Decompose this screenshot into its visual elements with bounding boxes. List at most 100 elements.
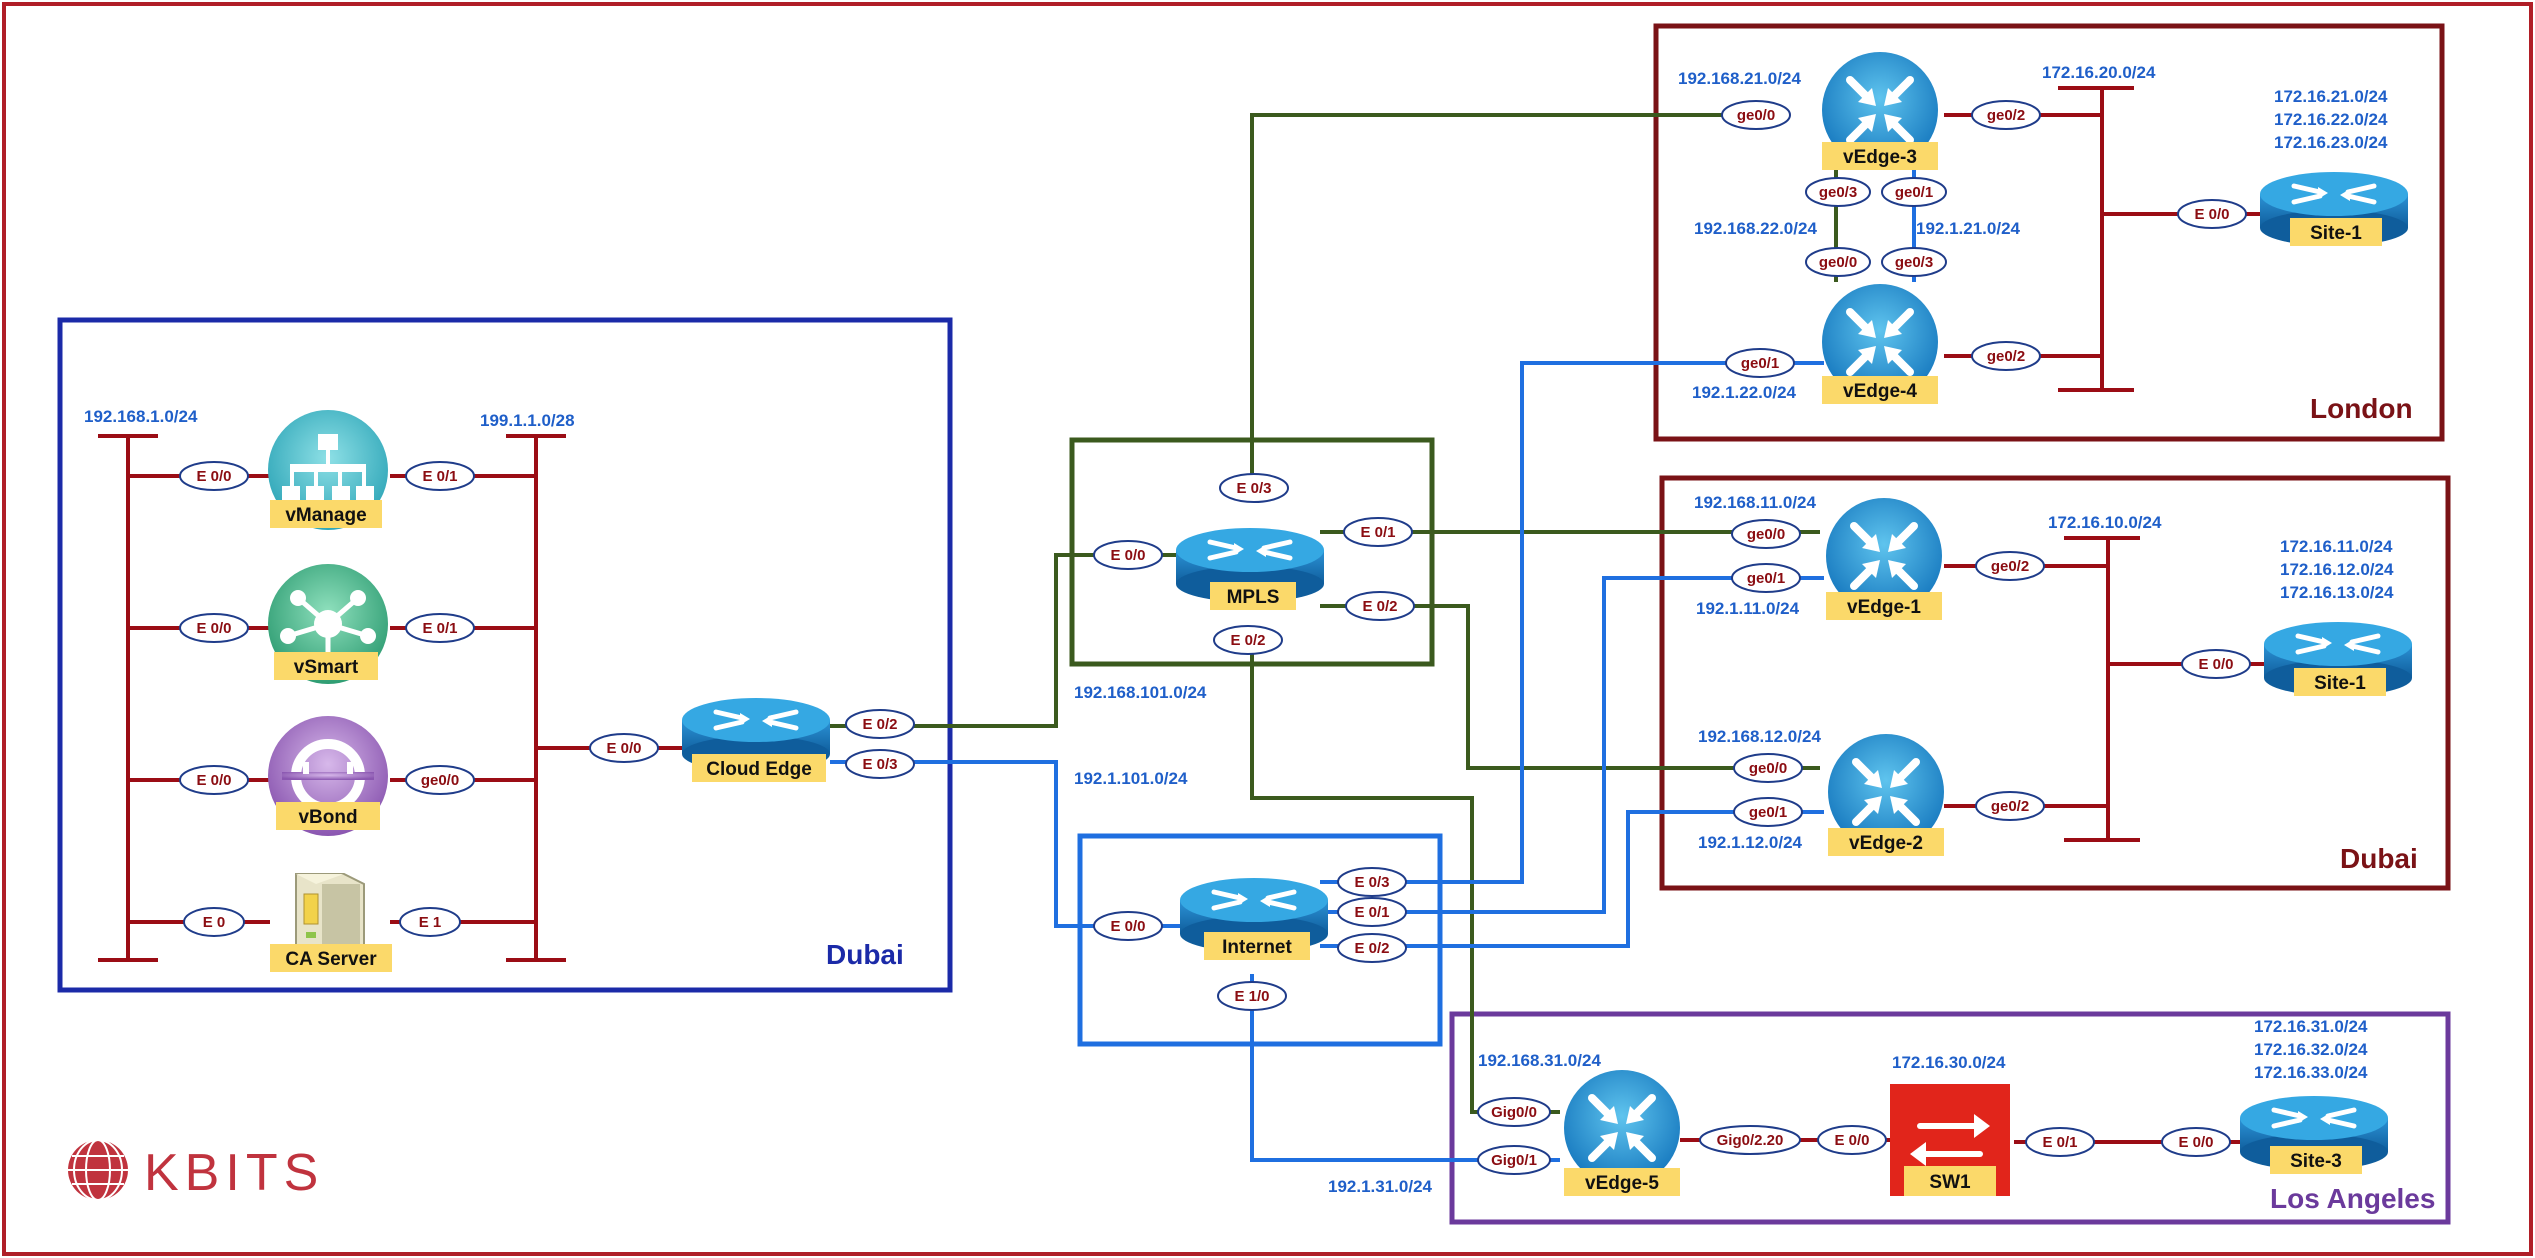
if-vedge2-ge02: ge0/2 xyxy=(1991,798,2029,815)
subnet-172-16-20: 172.16.20.0/24 xyxy=(2042,63,2156,82)
vbond-label: vBond xyxy=(298,807,357,828)
cloud-edge-label: Cloud Edge xyxy=(706,759,812,780)
if-vedge2-ge01: ge0/1 xyxy=(1749,804,1787,821)
vedge4-label: vEdge-4 xyxy=(1843,381,1917,402)
if-internet-e02: E 0/2 xyxy=(1354,940,1389,957)
region-label-london: London xyxy=(2310,393,2413,424)
if-vedge5-gig00: Gig0/0 xyxy=(1491,1104,1537,1121)
if-vedge4-ge03: ge0/3 xyxy=(1895,254,1933,271)
logo-globe-icon xyxy=(68,1139,128,1201)
subnet-172-16-30: 172.16.30.0/24 xyxy=(1892,1053,2006,1072)
if-mpls-e00: E 0/0 xyxy=(1110,547,1145,564)
if-vbond-left: E 0/0 xyxy=(196,772,231,789)
subnet-192-1-11: 192.1.11.0/24 xyxy=(1696,599,1800,618)
if-site1-london-e00: E 0/0 xyxy=(2194,206,2229,223)
subnet-172-16-12: 172.16.12.0/24 xyxy=(2280,560,2394,579)
subnet-172-16-22: 172.16.22.0/24 xyxy=(2274,110,2388,129)
subnet-192-168-31: 192.168.31.0/24 xyxy=(1478,1051,1601,1070)
internet-box xyxy=(1077,833,1443,1047)
if-sw1-e00: E 0/0 xyxy=(1834,1132,1869,1149)
internet-links xyxy=(830,156,1916,1162)
if-vedge3-ge03: ge0/3 xyxy=(1819,184,1857,201)
los-angeles-region-box xyxy=(1449,1011,2451,1225)
subnet-172-16-33: 172.16.33.0/24 xyxy=(2254,1063,2368,1082)
site1-london-label: Site-1 xyxy=(2310,223,2362,244)
london-region-box xyxy=(1653,23,2445,442)
if-vedge5-gig01: Gig0/1 xyxy=(1491,1152,1537,1169)
if-site1-dubai-e00: E 0/0 xyxy=(2198,656,2233,673)
subnet-192-168-21: 192.168.21.0/24 xyxy=(1678,69,1801,88)
subnet-172-16-23: 172.16.23.0/24 xyxy=(2274,133,2388,152)
subnet-199-1-1: 199.1.1.0/28 xyxy=(480,411,575,430)
vsmart-label: vSmart xyxy=(294,657,359,678)
if-ca-left: E 0 xyxy=(203,914,226,931)
mpls-links xyxy=(830,113,1838,1114)
if-vedge1-ge02: ge0/2 xyxy=(1991,558,2029,575)
if-vedge4-ge00: ge0/0 xyxy=(1819,254,1857,271)
subnet-172-16-10: 172.16.10.0/24 xyxy=(2048,513,2162,532)
if-mpls-e02-bottom: E 0/2 xyxy=(1230,632,1265,649)
interface-labels xyxy=(179,100,2251,1175)
mpls-label: MPLS xyxy=(1227,587,1280,608)
sw1-label: SW1 xyxy=(1929,1172,1971,1193)
if-vedge2-ge00: ge0/0 xyxy=(1749,760,1787,777)
if-cloud-edge-e02: E 0/2 xyxy=(862,716,897,733)
subnet-192-1-22: 192.1.22.0/24 xyxy=(1692,383,1797,402)
dubai-left-region-box xyxy=(57,317,953,993)
region-label-dubai-right: Dubai xyxy=(2340,843,2418,874)
if-vmanage-left: E 0/0 xyxy=(196,468,231,485)
subnet-192-1-101: 192.1.101.0/24 xyxy=(1074,769,1188,788)
subnet-172-16-31: 172.16.31.0/24 xyxy=(2254,1017,2368,1036)
subnet-172-16-32: 172.16.32.0/24 xyxy=(2254,1040,2368,1059)
subnet-labels: 192.168.1.0/24 199.1.1.0/28 192.168.101.… xyxy=(84,63,2394,1196)
if-internet-e01: E 0/1 xyxy=(1354,904,1389,921)
if-vedge3-ge01: ge0/1 xyxy=(1895,184,1933,201)
if-vedge5-gig0220: Gig0/2.20 xyxy=(1717,1132,1784,1149)
subnet-172-16-21: 172.16.21.0/24 xyxy=(2274,87,2388,106)
vedge3-label: vEdge-3 xyxy=(1843,147,1917,168)
subnet-172-16-13: 172.16.13.0/24 xyxy=(2280,583,2394,602)
site1-dubai-label: Site-1 xyxy=(2314,673,2366,694)
subnet-192-168-1: 192.168.1.0/24 xyxy=(84,407,198,426)
subnet-172-16-11: 172.16.11.0/24 xyxy=(2280,537,2393,556)
interface-texts: E 0/0 E 0/1 E 0/0 E 0/1 E 0/0 ge0/0 E 0 … xyxy=(196,107,2233,1169)
if-vedge4-ge01: ge0/1 xyxy=(1741,355,1779,372)
if-ca-right: E 1 xyxy=(419,914,442,931)
vmanage-label: vManage xyxy=(285,505,366,526)
subnet-192-168-12: 192.168.12.0/24 xyxy=(1698,727,1821,746)
if-internet-e00: E 0/0 xyxy=(1110,918,1145,935)
dubai-right-region-box xyxy=(1659,475,2451,891)
if-mpls-e01: E 0/1 xyxy=(1360,524,1395,541)
if-cloud-edge-left: E 0/0 xyxy=(606,740,641,757)
subnet-192-168-101: 192.168.101.0/24 xyxy=(1074,683,1207,702)
if-vedge1-ge00: ge0/0 xyxy=(1747,526,1785,543)
if-vmanage-right: E 0/1 xyxy=(422,468,457,485)
subnet-192-1-12: 192.1.12.0/24 xyxy=(1698,833,1803,852)
if-mpls-e03: E 0/3 xyxy=(1236,480,1271,497)
if-site3-e00: E 0/0 xyxy=(2178,1134,2213,1151)
if-vsmart-right: E 0/1 xyxy=(422,620,457,637)
if-vedge1-ge01: ge0/1 xyxy=(1747,570,1785,587)
if-vedge3-ge02: ge0/2 xyxy=(1987,107,2025,124)
subnet-192-168-11: 192.168.11.0/24 xyxy=(1694,493,1817,512)
ca-server-label: CA Server xyxy=(285,949,377,970)
subnet-192-168-22: 192.168.22.0/24 xyxy=(1694,219,1817,238)
vedge5-label: vEdge-5 xyxy=(1585,1173,1659,1194)
vedge2-label: vEdge-2 xyxy=(1849,833,1923,854)
if-vsmart-left: E 0/0 xyxy=(196,620,231,637)
if-cloud-edge-e03: E 0/3 xyxy=(862,756,897,773)
internet-label: Internet xyxy=(1222,937,1292,958)
region-label-los-angeles: Los Angeles xyxy=(2270,1183,2435,1214)
if-vedge4-ge02: ge0/2 xyxy=(1987,348,2025,365)
if-internet-e03: E 0/3 xyxy=(1354,874,1389,891)
subnet-192-1-31: 192.1.31.0/24 xyxy=(1328,1177,1433,1196)
logo-text: KBITS xyxy=(144,1144,324,1202)
if-vbond-right: ge0/0 xyxy=(421,772,459,789)
site3-label: Site-3 xyxy=(2290,1151,2342,1172)
if-vedge3-ge00: ge0/0 xyxy=(1737,107,1775,124)
device-labels: vManage vSmart vBond CA Server Cloud Edg… xyxy=(270,142,2386,1196)
if-internet-e10: E 1/0 xyxy=(1234,988,1269,1005)
vedge1-label: vEdge-1 xyxy=(1847,597,1921,618)
